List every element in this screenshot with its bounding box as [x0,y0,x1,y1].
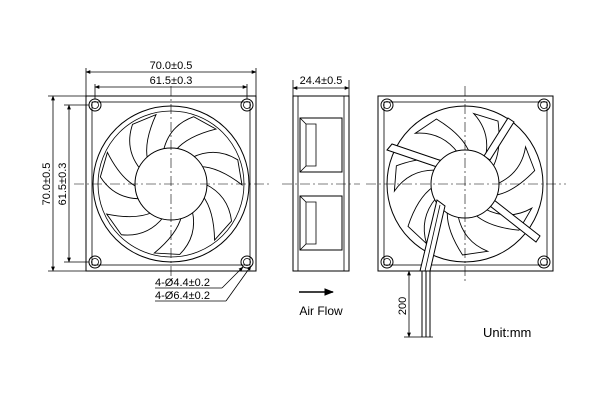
fan-blade [129,113,157,170]
side-frame [292,95,350,272]
lead-wires [419,271,433,338]
lead-length-label: 200 [397,297,409,315]
fan-blade [153,209,195,255]
fan-blade [407,186,437,246]
height-outer-label: 70.0±0.5 [41,163,53,206]
fan-blade [202,183,233,242]
side-view: 24.4±0.5 Air Flow [282,75,360,318]
front-view: 70.0±0.5 61.5±0.3 70.0±0.5 61.5±0.3 4-Ø4… [41,60,270,302]
fan-blade [105,211,165,236]
fan-blade [162,116,218,152]
thickness-label: 24.4±0.5 [300,75,343,87]
height-holes-label: 61.5±0.3 [57,163,69,206]
fan-blade [191,151,243,186]
hole-inner-callout: 4-Ø4.4±0.2 [155,277,210,289]
fan-blade [494,145,536,196]
front-impeller-blades [99,113,243,255]
rear-frame-inner [383,101,548,266]
width-outer-label: 70.0±0.5 [150,60,193,72]
rear-frame-outer [377,95,554,272]
front-frame-inner [91,101,251,266]
rear-view: 200 [366,86,566,338]
unit-label: Unit:mm [483,325,531,340]
width-holes-label: 61.5±0.3 [150,75,193,87]
fan-blade [99,151,141,200]
side-motor-lower [299,195,343,251]
side-motor-upper [299,117,343,173]
fan-blade [446,210,490,256]
fan-blade [413,118,470,154]
hole-outer-callout: 4-Ø6.4±0.2 [155,290,210,302]
airflow-label: Air Flow [299,304,343,318]
rear-mounting-holes [380,98,551,269]
